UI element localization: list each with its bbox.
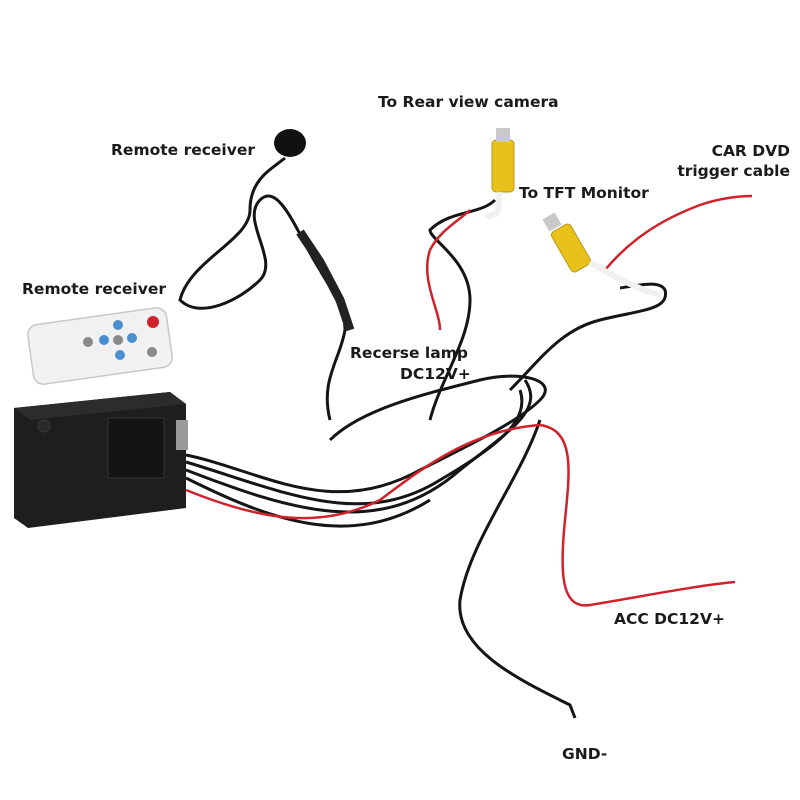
label-gnd: GND- — [562, 745, 608, 763]
remote-power-button — [147, 316, 159, 328]
rca-camera-connector — [484, 128, 515, 221]
label-tft-monitor: To TFT Monitor — [519, 184, 649, 202]
red-wires — [185, 194, 753, 607]
control-box — [14, 392, 188, 528]
label-car-dvd-line1: CAR DVD — [711, 142, 790, 160]
rca-monitor-connector — [542, 212, 661, 298]
label-rear-camera: To Rear view camera — [378, 93, 559, 111]
label-remote-receiver-top: Remote receiver — [111, 141, 255, 159]
label-remote-receiver-left: Remote receiver — [22, 280, 166, 298]
cable-bundle — [185, 198, 667, 719]
label-acc: ACC DC12V+ — [614, 610, 725, 628]
remote-control — [27, 307, 173, 385]
remote-receiver-sensor — [178, 129, 355, 421]
label-car-dvd-line2: trigger cable — [677, 162, 790, 180]
label-reverse-lamp-line1: Recerse lamp — [350, 344, 468, 362]
label-reverse-lamp-line2: DC12V+ — [400, 365, 471, 383]
